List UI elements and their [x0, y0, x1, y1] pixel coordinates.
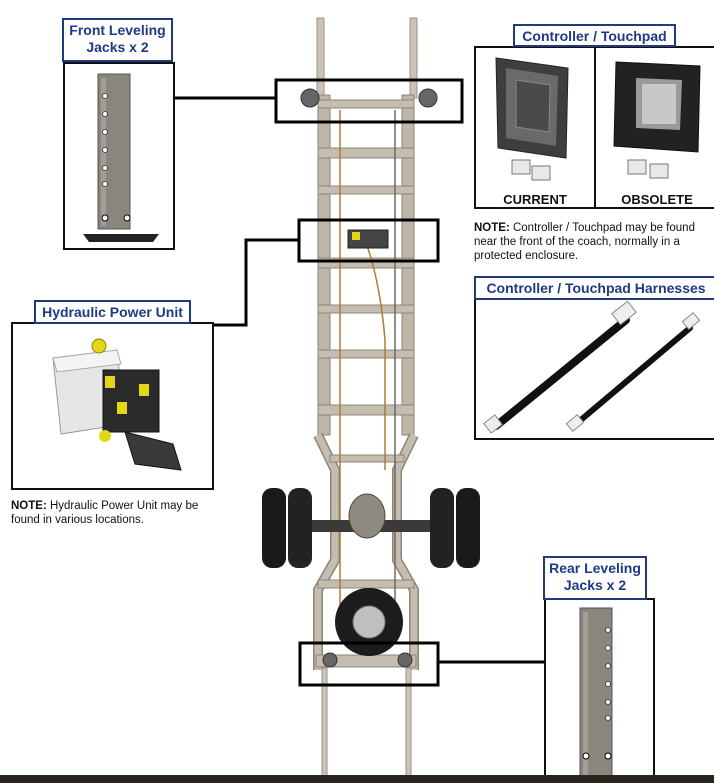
harnesses-panel	[474, 298, 714, 440]
hpu-image	[52, 338, 182, 471]
current-caption: CURRENT	[503, 192, 567, 207]
hpu-note-text: Hydraulic Power Unit may be found in var…	[11, 500, 199, 526]
hpu-panel	[11, 322, 214, 490]
front-jack-image	[83, 73, 159, 242]
controller-panel: CURRENT OBSOLETE	[474, 46, 714, 209]
obsolete-caption: OBSOLETE	[621, 192, 693, 207]
controller-note: NOTE: Controller / Touchpad may be found…	[474, 221, 714, 263]
controller-note-bold: NOTE:	[474, 222, 510, 234]
harness-images	[483, 300, 701, 434]
front-jacks-panel	[63, 62, 175, 250]
hpu-note: NOTE: Hydraulic Power Unit may be found …	[11, 499, 221, 527]
front-jacks-label: Front Leveling Jacks x 2	[62, 18, 173, 62]
controller-images	[495, 57, 701, 181]
harness-short-icon	[565, 311, 701, 433]
rear-jack-image	[579, 607, 613, 779]
hpu-note-bold: NOTE:	[11, 500, 47, 512]
rear-jacks-label: Rear Leveling Jacks x 2	[543, 556, 647, 600]
hpu-label: Hydraulic Power Unit	[34, 300, 191, 324]
bottom-bar	[0, 775, 714, 783]
current-controller-icon	[495, 57, 569, 181]
rear-jacks-panel	[544, 598, 655, 779]
controller-note-text: Controller / Touchpad may be found near …	[474, 222, 695, 262]
controller-label: Controller / Touchpad	[513, 24, 676, 47]
harness-long-icon	[483, 300, 637, 434]
harnesses-label: Controller / Touchpad Harnesses	[474, 276, 714, 300]
obsolete-controller-icon	[613, 61, 701, 179]
